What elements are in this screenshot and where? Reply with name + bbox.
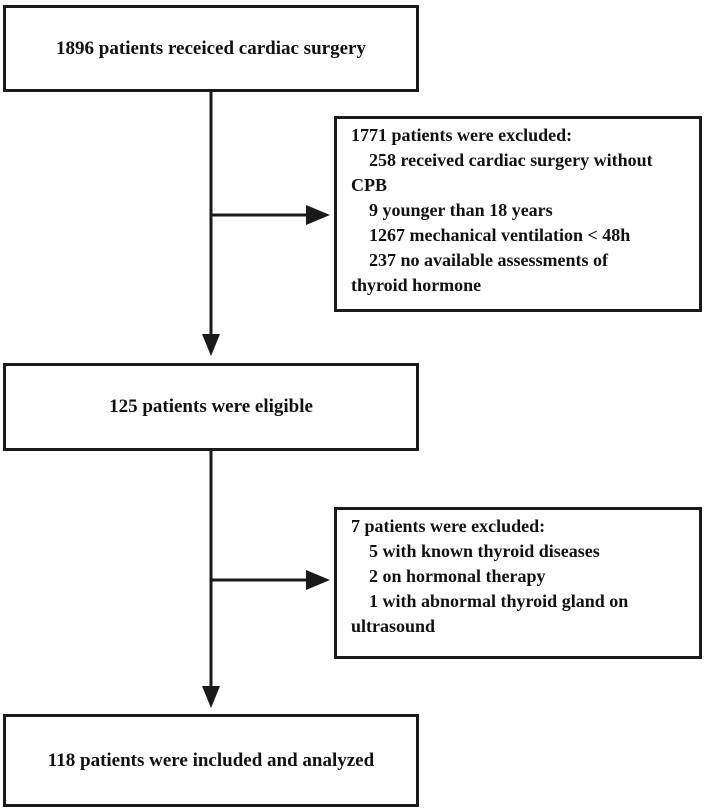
exclusion1-header: 1771 patients were excluded: [351,125,573,145]
exclusion2-header: 7 patients were excluded: [351,516,546,536]
arrowhead-eligible-to-final [202,686,220,708]
arrowhead-start-to-eligible [202,334,220,356]
exclusion1-line: CPB [351,175,387,195]
final-box-text: 118 patients were included and analyzed [47,749,375,771]
eligible-box: 125 patients were eligible [3,363,419,451]
exclusion1-line: thyroid hormone [351,275,482,295]
start-box: 1896 patients receiced cardiac surgery [3,5,419,92]
exclusion1-line: 9 younger than 18 years [369,200,553,220]
exclusion2-box: 7 patients were excluded: 5 with known t… [334,507,702,659]
arrowhead-to-exclusion1 [306,205,330,225]
exclusion1-line: 1267 mechanical ventilation < 48h [369,225,631,245]
exclusion2-line: 2 on hormonal therapy [369,566,546,586]
exclusion2-line: 5 with known thyroid diseases [369,541,600,561]
exclusion1-box: 1771 patients were excluded: 258 receive… [334,116,702,312]
exclusion1-line: 237 no available assessments of [369,250,609,270]
exclusion2-line: 1 with abnormal thyroid gland on [369,591,629,611]
arrowhead-to-exclusion2 [306,570,330,590]
eligible-box-text: 125 patients were eligible [109,396,313,417]
exclusion1-line: 258 received cardiac surgery without [369,150,653,170]
start-box-text: 1896 patients receiced cardiac surgery [56,37,366,59]
final-box: 118 patients were included and analyzed [3,714,419,807]
exclusion2-line: ultrasound [351,616,436,636]
